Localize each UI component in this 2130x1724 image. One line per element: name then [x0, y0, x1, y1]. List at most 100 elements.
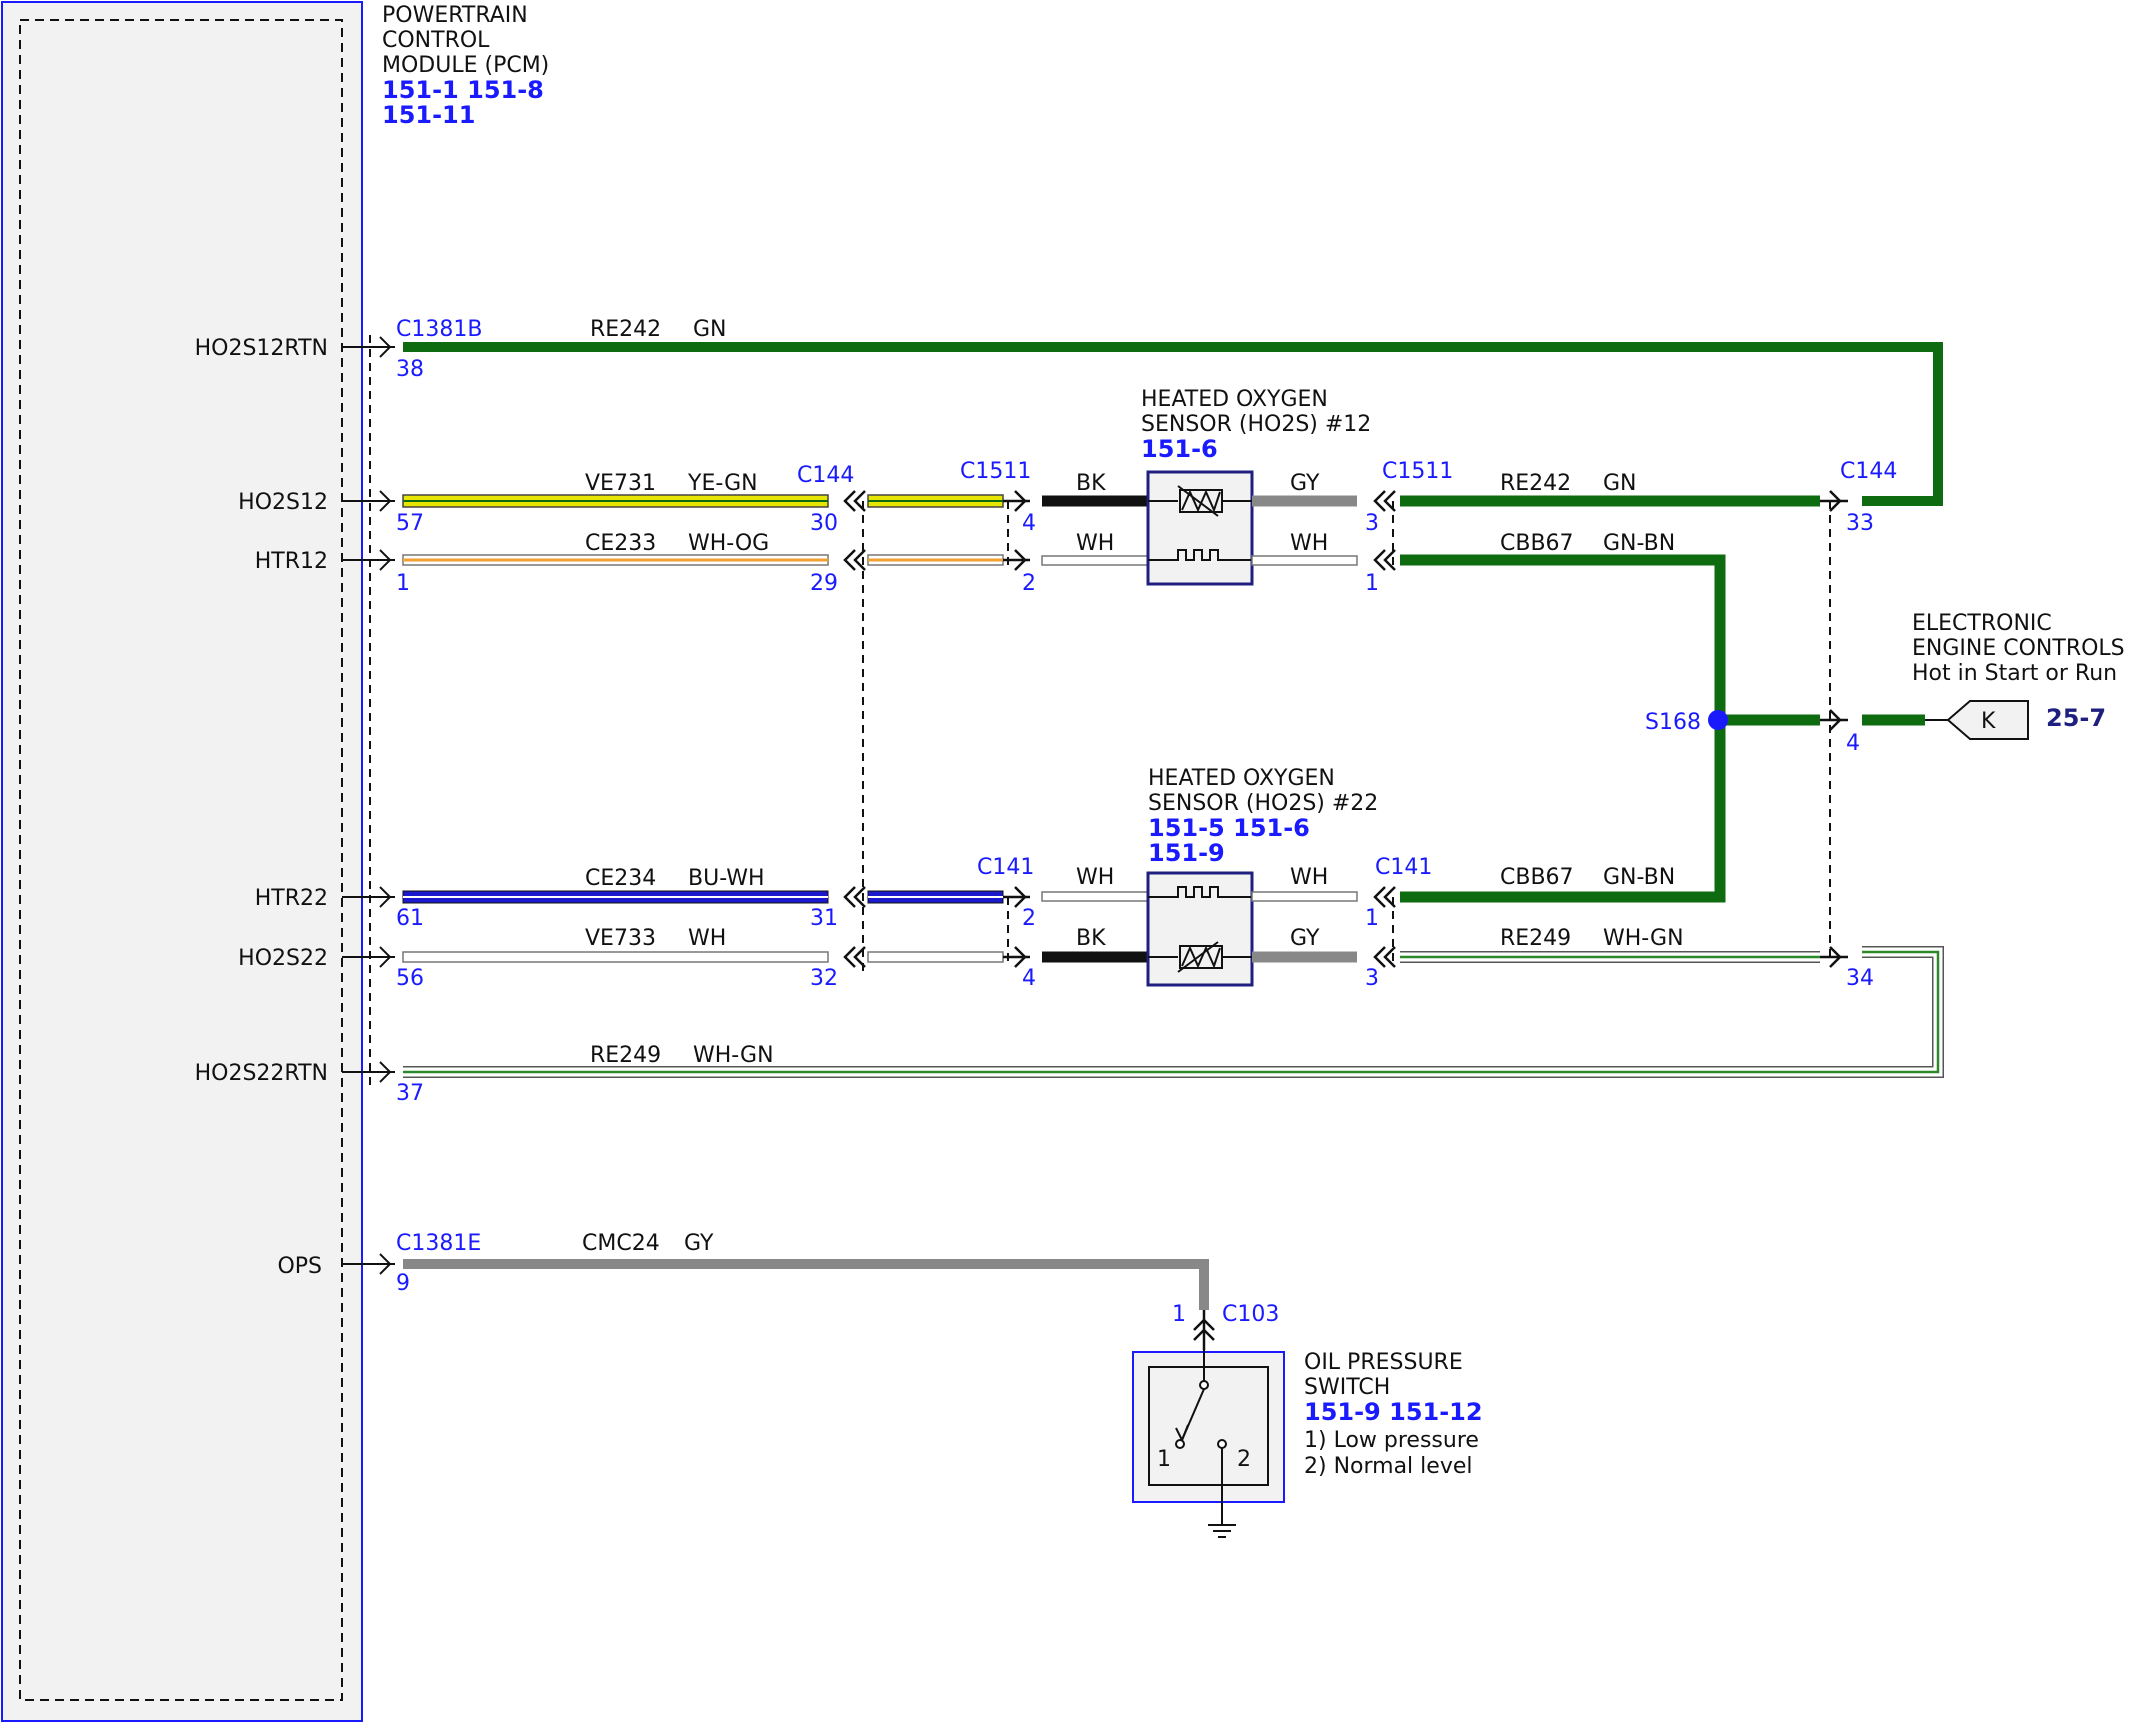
pin-57: 57	[396, 511, 424, 536]
sensor22-label-1: HEATED OXYGEN	[1148, 766, 1335, 791]
pin-30: 30	[810, 511, 838, 536]
switch-pos-2: 2	[1237, 1447, 1251, 1472]
eec-label-2: ENGINE CONTROLS	[1912, 636, 2125, 661]
switch-label-2: SWITCH	[1304, 1375, 1390, 1400]
conn-c1381e: C1381E	[396, 1231, 481, 1256]
pin-label-htr22: HTR22	[255, 886, 328, 911]
pin-label-ho2s12: HO2S12	[238, 490, 328, 515]
pcm-refs-2: 151-11	[382, 101, 475, 129]
pin-4-c1511: 4	[1022, 511, 1036, 536]
wire-label-ce233: CE233	[585, 531, 656, 556]
lead-label-wh-22: WH	[1076, 865, 1114, 890]
wire-color-gn-bn-top: GN-BN	[1603, 531, 1675, 556]
splice-s168	[1708, 710, 1728, 730]
switch-note-2: 2) Normal level	[1304, 1454, 1472, 1479]
c1511-arrows	[1003, 490, 1030, 968]
pin-31: 31	[810, 906, 838, 931]
pin-37: 37	[396, 1081, 424, 1106]
sensor12-label-1: HEATED OXYGEN	[1141, 387, 1328, 412]
wire-color-wh: WH	[688, 926, 726, 951]
pin-32: 32	[810, 966, 838, 991]
pcm-title-line2: CONTROL	[382, 28, 490, 53]
conn-c1511-left: C1511	[960, 459, 1031, 484]
pin-label-ho2s22: HO2S22	[238, 946, 328, 971]
pcm-module	[1, 1, 363, 1722]
sensor22-label-2: SENSOR (HO2S) #22	[1148, 791, 1378, 816]
switch-label-1: OIL PRESSURE	[1304, 1350, 1463, 1375]
conn-c141-left: C141	[977, 855, 1034, 880]
wire-ce234	[402, 890, 1004, 904]
pin-2-c141: 2	[1022, 906, 1036, 931]
switch-pos-1: 1	[1157, 1447, 1171, 1472]
pin-38: 38	[396, 357, 424, 382]
pin-3-c1511: 3	[1365, 511, 1379, 536]
pin-1-pcm: 1	[396, 571, 410, 596]
conn-c103: C103	[1222, 1302, 1279, 1327]
pin-1-c141: 1	[1365, 906, 1379, 931]
conn-c141-right: C141	[1375, 855, 1432, 880]
pin-33: 33	[1846, 511, 1874, 536]
wire-color-wh-gn: WH-GN	[693, 1043, 774, 1068]
pin-2-c1511: 2	[1022, 571, 1036, 596]
conn-c1381b: C1381B	[396, 317, 482, 342]
pin-label-ops: OPS	[277, 1254, 322, 1279]
wire-color-gn: GN	[693, 317, 727, 342]
wire-color-gy: GY	[684, 1231, 714, 1256]
pin-1-c1511: 1	[1365, 571, 1379, 596]
wire-label-re249-right: RE249	[1500, 926, 1571, 951]
wire-label-re242: RE242	[590, 317, 661, 342]
wire-label-re242-right: RE242	[1500, 471, 1571, 496]
wire-label-cbb67-top: CBB67	[1500, 531, 1574, 556]
wire-color-bu-wh: BU-WH	[688, 866, 765, 891]
lead-label-wh-12-right: WH	[1290, 531, 1328, 556]
pin-3-c141: 3	[1365, 966, 1379, 991]
wire-ve731	[402, 494, 1004, 508]
conn-c144-left: C144	[797, 463, 854, 488]
c103-arrows	[1193, 1310, 1215, 1350]
sensor12-label-2: SENSOR (HO2S) #12	[1141, 412, 1371, 437]
eec-label-3: Hot in Start or Run	[1912, 661, 2117, 686]
conn-c144-right: C144	[1840, 459, 1897, 484]
sensor-ho2s-12	[1146, 470, 1254, 586]
pin-56: 56	[396, 966, 424, 991]
wire-label-ve731: VE731	[585, 471, 656, 496]
c144-right-arrows	[1820, 490, 1848, 968]
conn-c1511-right: C1511	[1382, 459, 1453, 484]
wire-label-ve733: VE733	[585, 926, 656, 951]
sensor22-refs-1: 151-5 151-6	[1148, 814, 1310, 842]
wire-color-wh-gn-right: WH-GN	[1603, 926, 1684, 951]
pin-1-c103: 1	[1172, 1302, 1186, 1327]
wire-color-wh-og: WH-OG	[688, 531, 769, 556]
splice-label: S168	[1645, 710, 1701, 735]
pcm-refs-1: 151-1 151-8	[382, 76, 544, 104]
lead-wh-22-right	[1251, 891, 1358, 902]
sensor-ho2s-22	[1146, 871, 1254, 987]
lead-label-wh-22-right: WH	[1290, 865, 1328, 890]
wire-re249-bottom	[403, 946, 1944, 1078]
sensor22-refs-2: 151-9	[1148, 839, 1225, 867]
wire-label-re249: RE249	[590, 1043, 661, 1068]
right-sensor-arrows	[1373, 490, 1396, 968]
eec-tag-k	[1925, 700, 2029, 740]
switch-refs: 151-9 151-12	[1304, 1398, 1483, 1426]
wire-color-ye-gn: YE-GN	[687, 471, 758, 496]
sensor12-refs: 151-6	[1141, 435, 1218, 463]
lead-label-bk-12: BK	[1076, 471, 1106, 496]
wire-label-cbb67-bottom: CBB67	[1500, 865, 1574, 890]
lead-label-wh-12: WH	[1076, 531, 1114, 556]
pcm-pin-stubs	[342, 336, 395, 1275]
lead-wh-12	[1041, 555, 1149, 566]
wire-label-ce234: CE234	[585, 866, 656, 891]
lead-label-gy-22: GY	[1290, 926, 1320, 951]
wire-color-gn-right: GN	[1603, 471, 1637, 496]
switch-note-1: 1) Low pressure	[1304, 1428, 1479, 1453]
c144-arrows	[843, 490, 866, 968]
pin-label-ho2s22rtn: HO2S22RTN	[195, 1061, 328, 1086]
eec-ref: 25-7	[2046, 704, 2106, 732]
eec-label-1: ELECTRONIC	[1912, 611, 2052, 636]
pin-29: 29	[810, 571, 838, 596]
pin-label-ho2s12rtn: HO2S12RTN	[195, 336, 328, 361]
pin-4-c141: 4	[1022, 966, 1036, 991]
pcm-title-line3: MODULE (PCM)	[382, 53, 549, 78]
